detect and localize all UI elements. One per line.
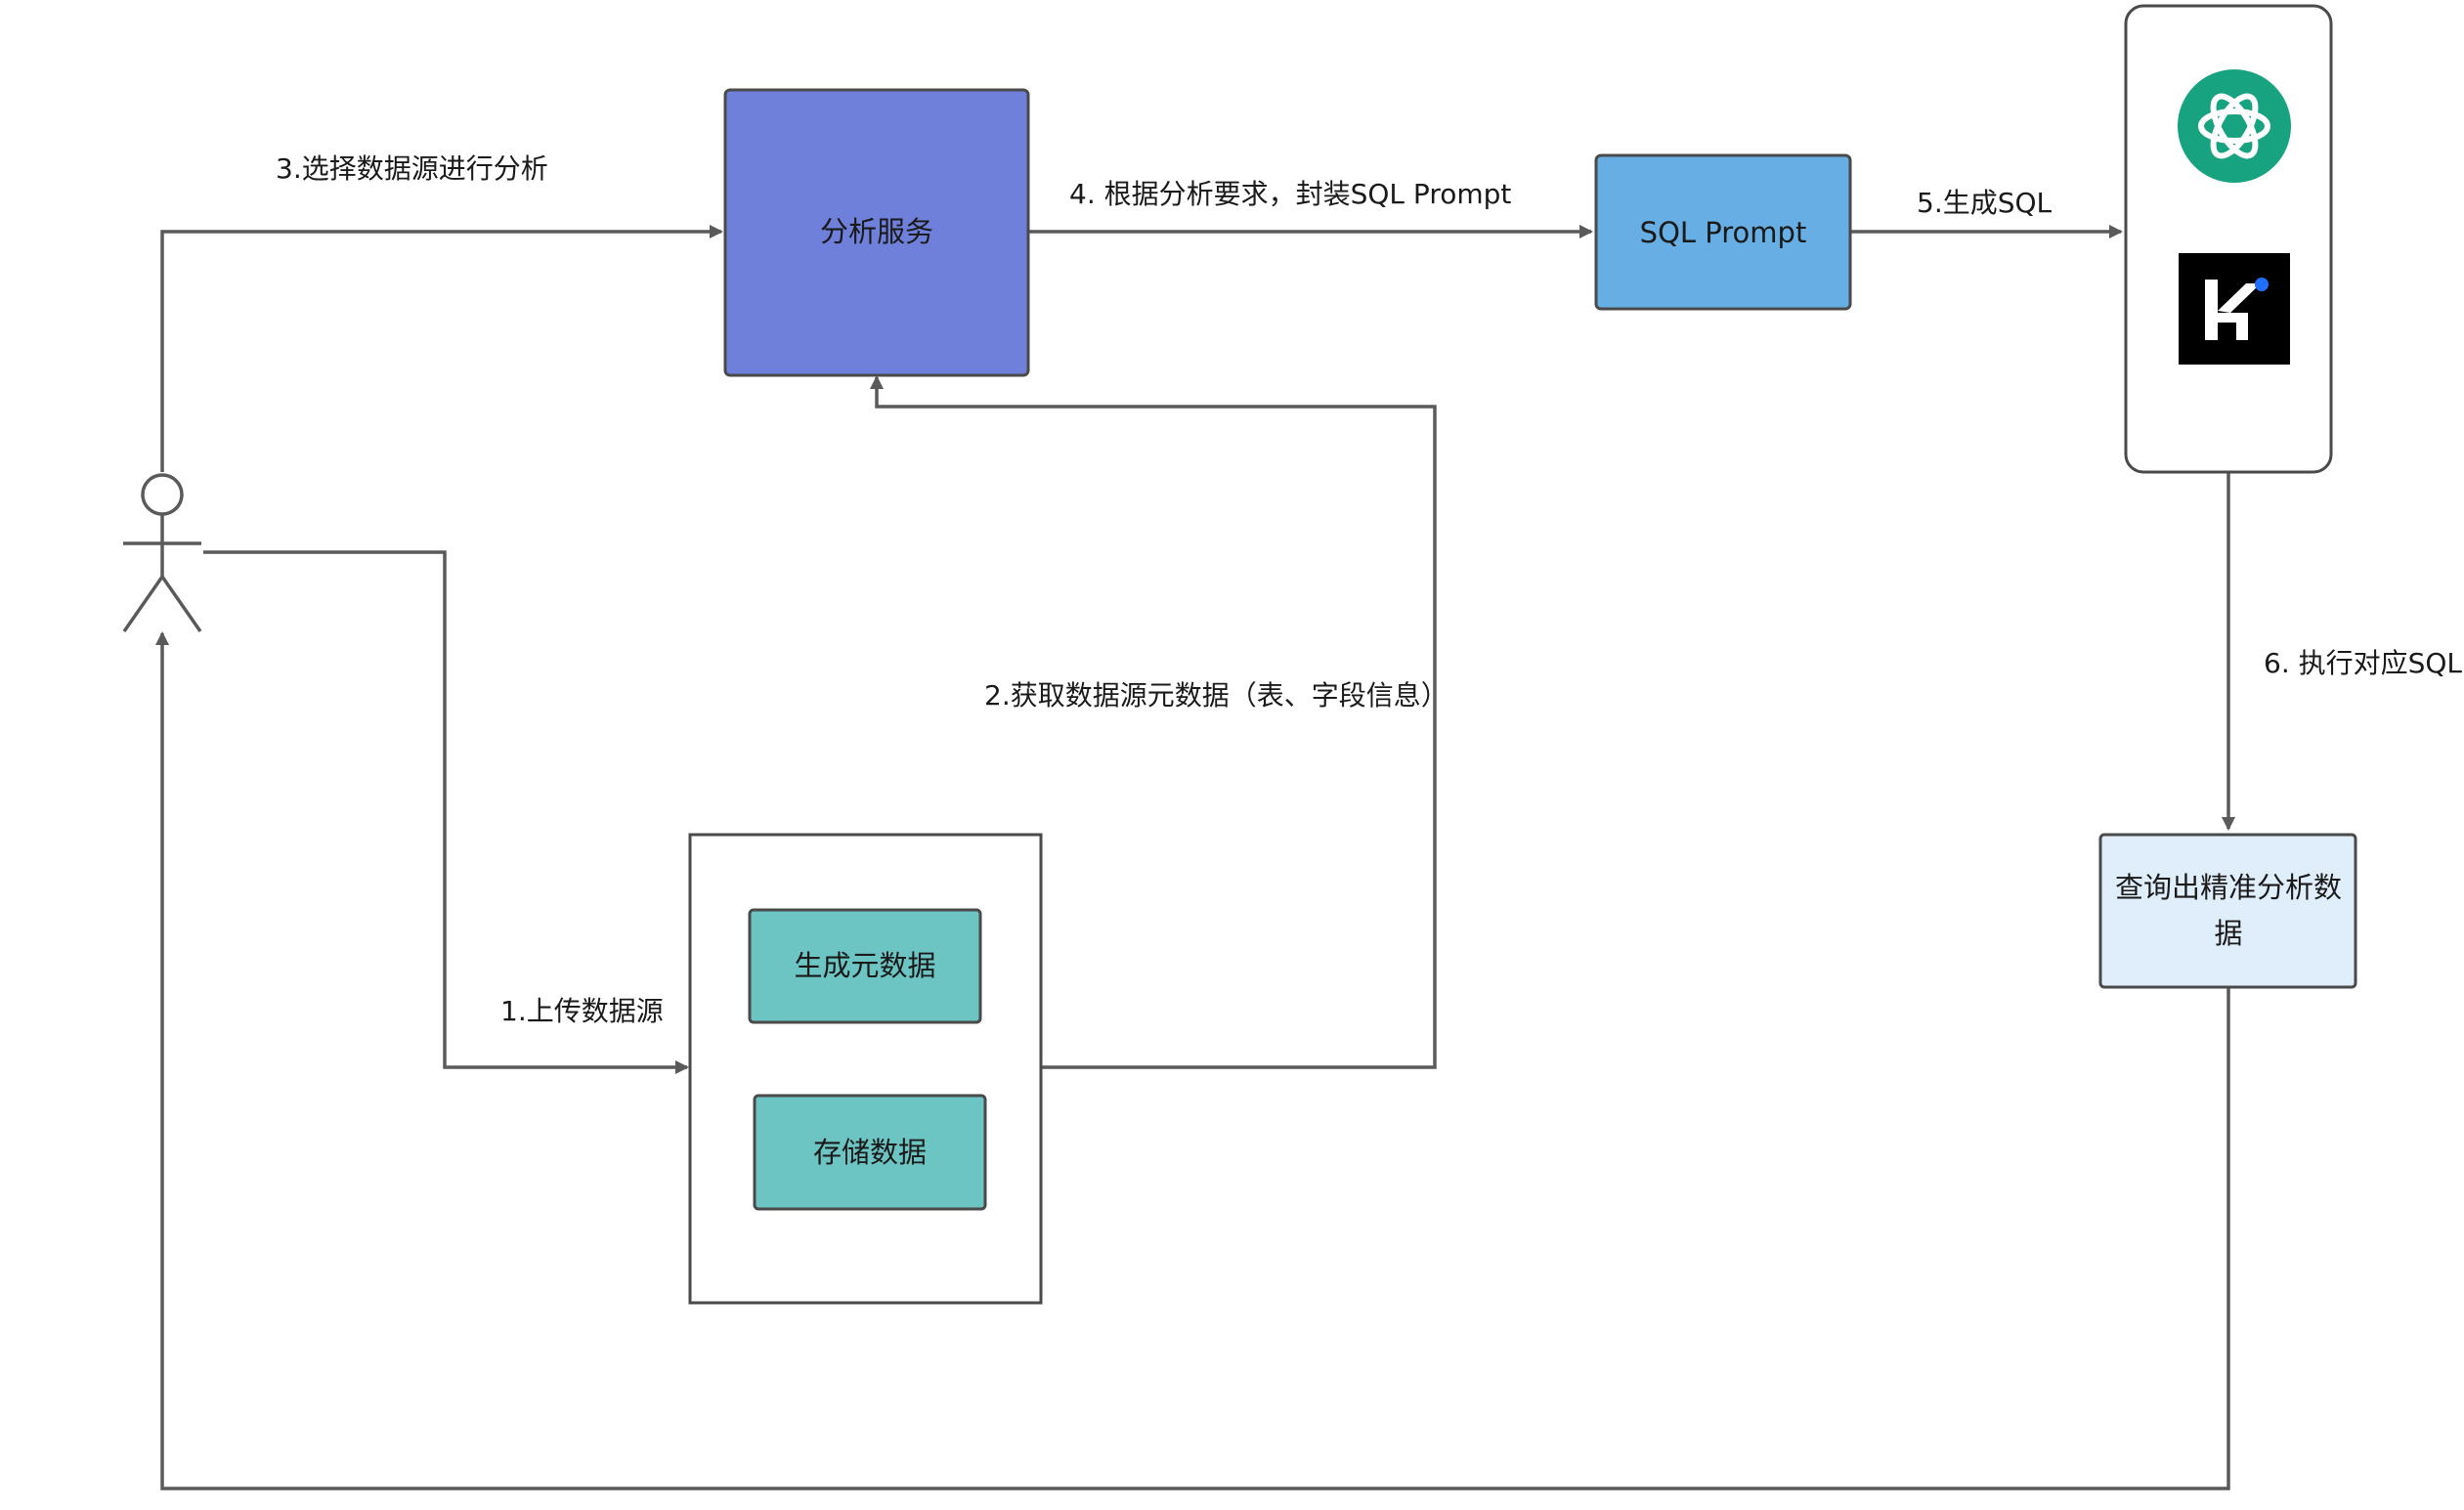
label-step3: 3.选择数据源进行分析 (276, 152, 548, 185)
edge-step3 (160, 225, 723, 472)
data-container[interactable] (688, 833, 1043, 1305)
label-step1: 1.上传数据源 (500, 995, 664, 1027)
query-result-line2: 据 (2214, 917, 2242, 950)
store-data-box[interactable] (753, 1094, 987, 1211)
generate-metadata-box[interactable] (748, 908, 982, 1024)
label-step5: 5.生成SQL (1917, 187, 2053, 219)
edge-step2 (870, 375, 1437, 1069)
openai-icon (2178, 69, 2291, 183)
kimi-icon (2179, 253, 2290, 365)
user-actor-icon (122, 473, 202, 633)
label-step4: 4. 根据分析要求，封装SQL Prompt (1069, 178, 1511, 210)
analysis-service-label: 分析服务 (820, 215, 933, 248)
generate-metadata-label: 生成元数据 (794, 949, 935, 982)
query-result-line1: 查询出精准分析数 (2115, 871, 2342, 904)
label-step6: 6. 执行对应SQL (2264, 647, 2462, 679)
analysis-service-box[interactable] (723, 88, 1030, 377)
edge-return (155, 631, 2230, 1490)
query-result-box[interactable] (2098, 833, 2357, 989)
label-step2: 2.获取数据源元数据（表、字段信息） (984, 679, 1448, 712)
edge-step1 (203, 550, 689, 1074)
sql-prompt-box[interactable] (1594, 153, 1852, 311)
store-data-label: 存储数据 (813, 1136, 927, 1169)
sql-prompt-label: SQL Prompt (1640, 216, 1807, 249)
